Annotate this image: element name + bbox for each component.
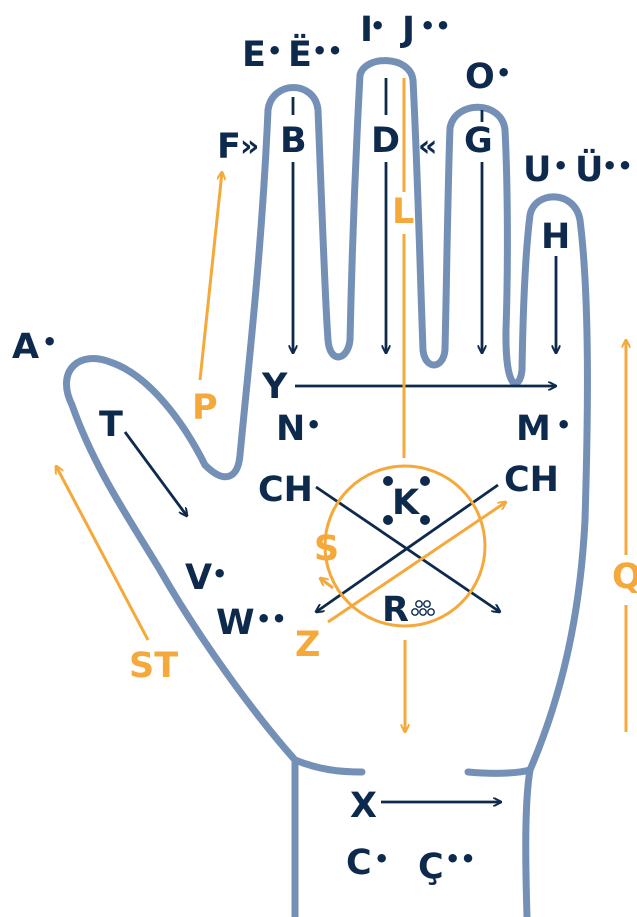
r-ring-2 (423, 600, 431, 608)
label-q: Q (612, 557, 637, 597)
label-e-mark: • (267, 37, 282, 65)
arrow-z-diagonal (327, 502, 506, 624)
label-e: E (242, 35, 266, 75)
label-n: N (276, 409, 305, 449)
label-x: X (350, 786, 377, 826)
label-z: Z (295, 625, 320, 665)
label-ch-left: CH (258, 470, 313, 510)
label-v-mark: • (212, 560, 227, 588)
arrow-p-up (198, 172, 222, 381)
label-m: M (516, 409, 551, 449)
r-ring-4 (419, 608, 427, 616)
label-w-mark: •• (256, 605, 287, 633)
label-r: R (382, 590, 409, 630)
label-u-umlaut-mark: •• (602, 152, 633, 180)
arrow-t-diagonal (123, 431, 187, 516)
label-v: V (185, 558, 212, 598)
r-ring-3 (411, 608, 419, 616)
arrow-st-up (56, 466, 150, 641)
label-ch-right: CH (504, 460, 559, 500)
label-o-mark: • (496, 59, 511, 87)
label-k: K (392, 483, 421, 523)
label-f-mark: » (240, 129, 259, 164)
label-g: G (464, 121, 493, 161)
label-j-mark: •• (420, 12, 451, 40)
label-g-mark: « (418, 129, 437, 164)
wrist-crease-right (464, 766, 534, 777)
label-o: O (465, 57, 495, 97)
label-s: S (314, 529, 339, 569)
label-f: F (217, 127, 241, 167)
label-u-umlaut: Ü (575, 148, 603, 190)
label-i: I (360, 10, 373, 50)
label-c-mark: • (374, 845, 389, 873)
label-u: U (523, 150, 551, 190)
label-u-mark: • (553, 152, 568, 180)
label-a: A (12, 327, 39, 367)
r-ring-5 (427, 608, 435, 616)
label-m-mark: • (556, 411, 571, 439)
label-n-mark: • (306, 411, 321, 439)
arrow-s-stub (320, 578, 334, 590)
k-dot-top-left (383, 476, 393, 486)
label-y: Y (261, 367, 288, 407)
label-c: C (346, 843, 372, 883)
label-w: W (216, 603, 255, 643)
label-c-cedilla-mark: •• (445, 845, 476, 873)
wrist-crease-left (291, 756, 366, 776)
label-d: D (371, 121, 400, 161)
label-h: H (541, 217, 570, 257)
label-i-mark: • (370, 12, 385, 40)
label-p: P (192, 388, 218, 428)
label-e-umlaut-mark: •• (312, 37, 343, 65)
k-dot-bottom-left (383, 515, 393, 525)
label-t: T (99, 405, 123, 445)
label-l: L (392, 192, 414, 232)
label-b: B (280, 121, 307, 161)
palm-circle (323, 464, 487, 628)
r-ring-1 (415, 600, 423, 608)
k-dot-bottom-right (420, 515, 430, 525)
label-st: ST (129, 646, 178, 686)
label-c-cedilla: Ç (418, 847, 444, 887)
hand-outline (63, 57, 591, 917)
k-dot-top-right (420, 476, 430, 486)
label-e-umlaut: Ë (288, 33, 312, 75)
arrow-ch-right-cross (316, 483, 499, 612)
label-j: J (400, 10, 415, 50)
label-a-mark: • (42, 328, 57, 356)
